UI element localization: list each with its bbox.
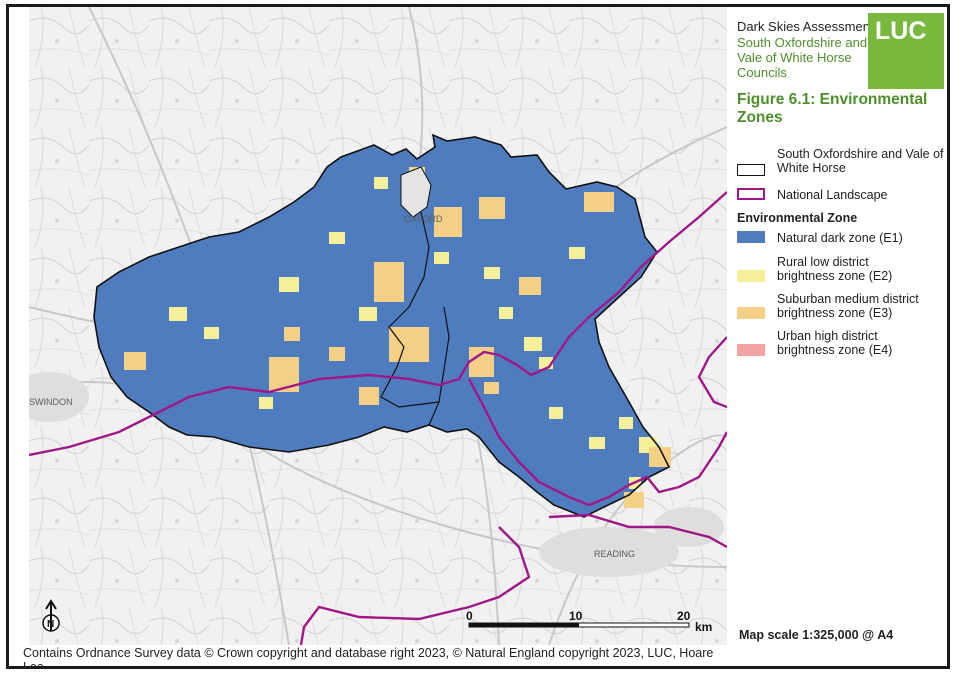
figure-frame: OXFORD SWINDON READING N 0 10 20 km Dark… <box>6 4 950 669</box>
label-reading: READING <box>594 549 635 559</box>
map-scale-text: Map scale 1:325,000 @ A4 <box>739 628 894 642</box>
luc-logo: LUC <box>868 13 944 89</box>
scale-bar: 0 10 20 km <box>466 609 712 634</box>
zone-e2-patches <box>169 177 657 489</box>
scale-tick-10: 10 <box>569 609 583 623</box>
e2-swatch <box>737 270 765 282</box>
councils-name: South Oxfordshire and Vale of White Hors… <box>737 35 868 80</box>
scale-unit: km <box>695 620 712 634</box>
legend-item-national-landscape: National Landscape <box>737 188 947 204</box>
scale-tick-20: 20 <box>677 609 691 623</box>
legend-item-boundary: South Oxfordshire and Vale of White Hors… <box>737 147 947 183</box>
legend-item-e2: Rural low district brightness zone (E2) <box>737 255 947 285</box>
label-swindon: SWINDON <box>29 397 73 407</box>
legend-item-e4: Urban high district brightness zone (E4) <box>737 329 947 359</box>
boundary-swatch <box>737 164 765 176</box>
north-arrow-label: N <box>47 619 54 630</box>
oxford-urban-area <box>400 166 432 218</box>
north-arrow: N <box>42 599 60 632</box>
e1-label: Natural dark zone (E1) <box>777 231 903 245</box>
assessment-title: Dark Skies Assessment <box>737 19 874 34</box>
legend-item-e3: Suburban medium district brightness zone… <box>737 292 947 322</box>
map-svg: OXFORD SWINDON READING N 0 10 20 km <box>29 7 727 645</box>
label-oxford: OXFORD <box>404 214 443 224</box>
e2-label: Rural low district brightness zone (E2) <box>777 255 893 283</box>
legend-panel: Dark Skies Assessment South Oxfordshire … <box>731 11 946 641</box>
national-landscape-swatch <box>737 188 765 200</box>
e4-swatch <box>737 344 765 356</box>
district-boundary <box>93 133 671 518</box>
e4-label: Urban high district brightness zone (E4) <box>777 329 893 357</box>
internal-district-boundary <box>380 211 450 426</box>
national-landscape-boundary <box>29 191 727 645</box>
copyright-credit: Contains Ordnance Survey data © Crown co… <box>23 646 714 669</box>
legend-item-e1: Natural dark zone (E1) <box>737 231 947 247</box>
scale-tick-0: 0 <box>466 609 473 623</box>
e3-swatch <box>737 307 765 319</box>
e1-swatch <box>737 231 765 243</box>
environmental-zone-heading: Environmental Zone <box>737 211 858 225</box>
boundary-label: South Oxfordshire and Vale of White Hors… <box>777 147 944 175</box>
national-landscape-label: National Landscape <box>777 188 888 202</box>
e3-label: Suburban medium district brightness zone… <box>777 292 919 320</box>
map-canvas[interactable]: OXFORD SWINDON READING N 0 10 20 km <box>29 7 727 645</box>
zone-e3-patches <box>124 167 671 508</box>
figure-title: Figure 6.1: Environmental Zones <box>737 91 928 126</box>
